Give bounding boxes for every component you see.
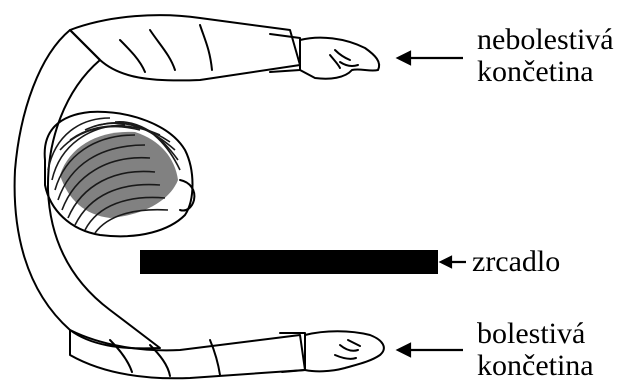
label-mirror: zrcadlo — [472, 246, 560, 278]
arrow-painful-limb-head — [398, 344, 410, 356]
hair-shading — [60, 132, 178, 218]
label-healthy-limb-line1: nebolestivá — [477, 24, 614, 56]
upper-hand-fingers — [330, 50, 358, 68]
mirror-bar — [140, 250, 438, 274]
label-painful-limb-line1: bolestivá — [477, 318, 594, 350]
label-painful-limb: bolestivá končetina — [477, 318, 594, 382]
lower-hand-fingers — [335, 340, 360, 359]
lower-arm-fold-3 — [110, 340, 132, 372]
lower-hand — [305, 331, 384, 371]
upper-hand — [300, 38, 379, 79]
arrow-healthy-limb-head — [398, 52, 410, 64]
arrow-mirror-head — [441, 257, 451, 267]
upper-arm-fold-1 — [150, 30, 175, 70]
label-healthy-limb-line2: končetina — [477, 56, 614, 88]
lower-arm-sleeve — [70, 330, 305, 378]
upper-arm-fold-3 — [120, 40, 145, 72]
label-healthy-limb: nebolestivá končetina — [477, 24, 614, 88]
label-painful-limb-line2: končetina — [477, 350, 594, 382]
upper-arm-sleeve — [70, 15, 300, 80]
upper-arm-fold-2 — [200, 25, 212, 70]
arrows — [398, 52, 466, 356]
label-mirror-text: zrcadlo — [472, 246, 560, 278]
